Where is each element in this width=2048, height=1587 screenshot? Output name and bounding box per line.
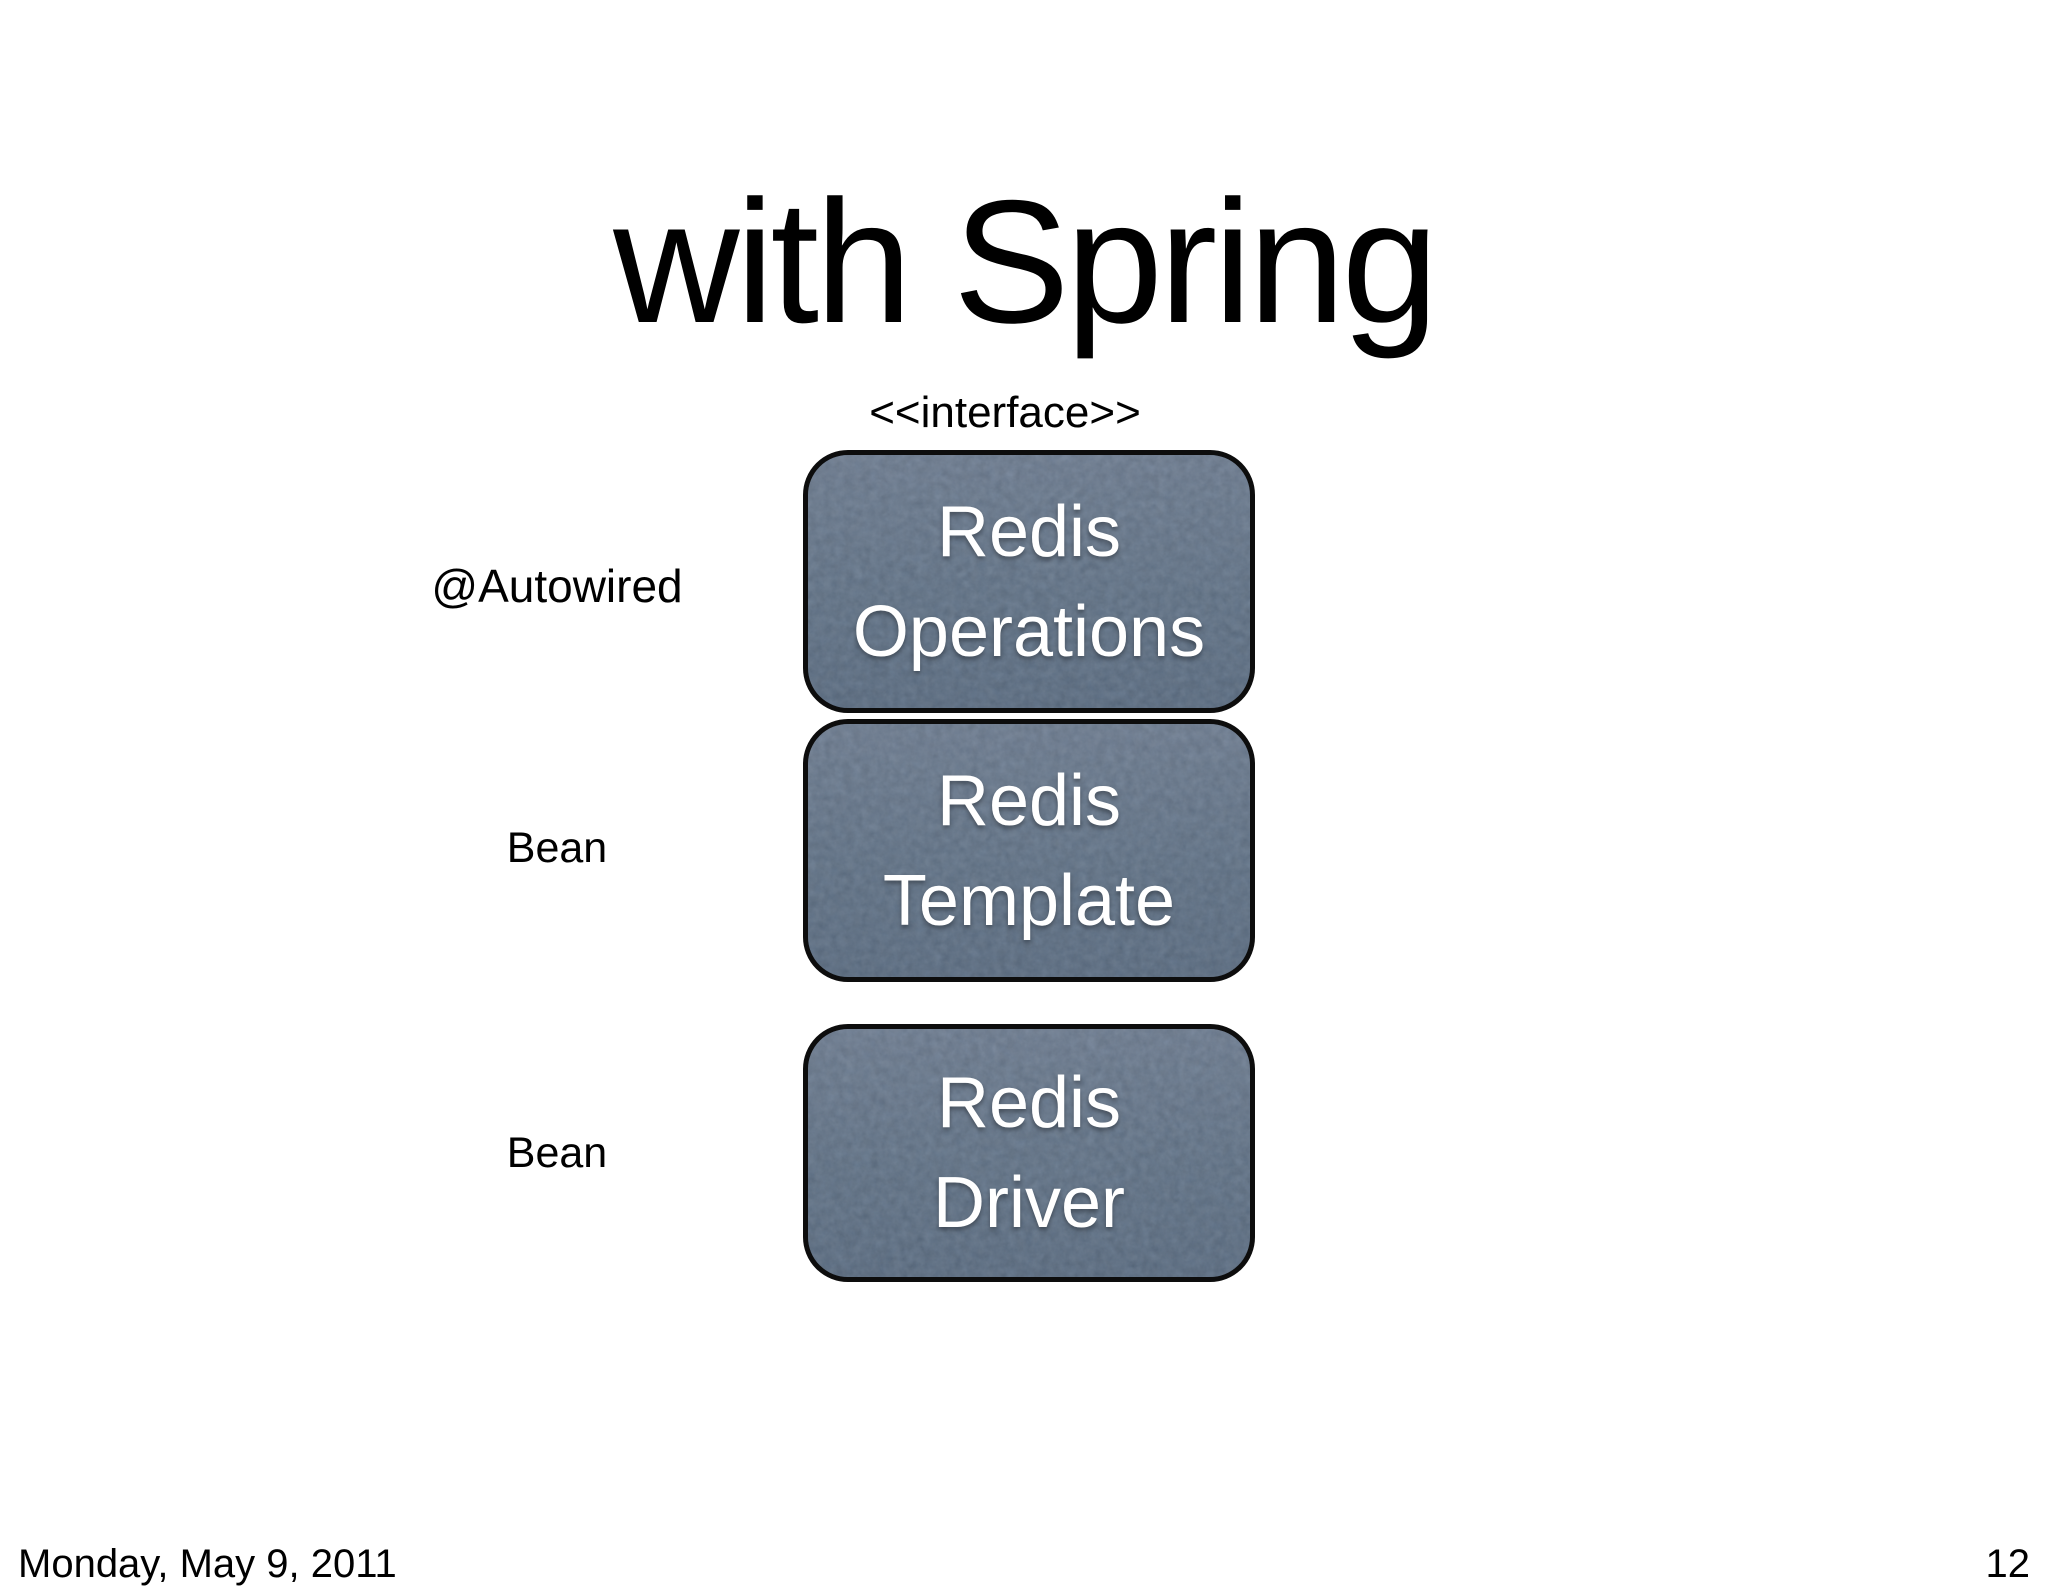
redis-driver-box: Redis Driver [803,1024,1255,1282]
slide-title: with Spring [613,165,1439,360]
box-label-line-1: Redis [936,491,1122,572]
redis-template-label: Redis Template [883,751,1175,951]
interface-stereotype-label: <<interface>> [869,388,1141,437]
box-label-line-1: Redis [936,760,1122,841]
annotation-autowired: @Autowired [431,560,683,612]
box-label-line-2: Driver [933,1163,1125,1243]
annotation-bean-1: Bean [506,824,608,872]
redis-operations-label: Redis Operations [853,482,1205,682]
redis-operations-box: Redis Operations [803,450,1255,713]
box-label-line-2: Template [882,860,1176,941]
box-label-line-2: Operations [852,591,1206,672]
page-number: 12 [1985,1542,2031,1586]
footer-date: Monday, May 9, 2011 [18,1542,397,1586]
annotation-bean-2: Bean [506,1129,608,1177]
box-label-line-1: Redis [936,1063,1122,1143]
redis-driver-label: Redis Driver [933,1053,1125,1253]
redis-template-box: Redis Template [803,719,1255,982]
